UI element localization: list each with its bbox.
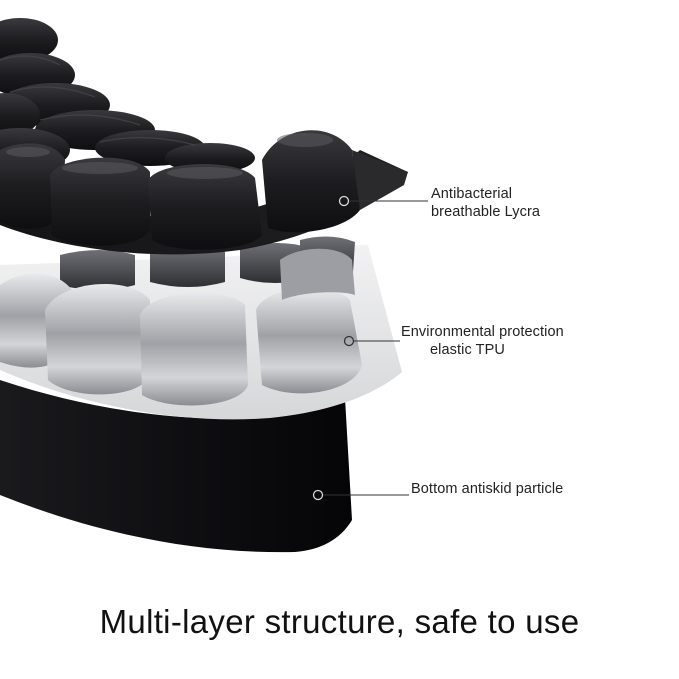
callout-tpu-label: Environmental protection elastic TPU — [401, 323, 564, 359]
callout-tpu-line1: Environmental protection — [401, 324, 564, 340]
callout-lycra-line1: Antibacterial — [431, 186, 513, 202]
bottom-antiskid-layer — [0, 380, 352, 553]
callout-antiskid-line1: Bottom antiskid particle — [411, 481, 564, 497]
callout-lycra-label: Antibacterial breathable Lycra — [431, 185, 540, 221]
callout-lycra-pointer — [338, 195, 428, 207]
callout-antiskid-pointer — [312, 489, 409, 501]
callout-tpu-pointer — [343, 335, 400, 347]
caption: Multi-layer structure, safe to use — [99, 603, 580, 640]
callout-antiskid-label: Bottom antiskid particle — [411, 480, 563, 498]
lycra-layer — [0, 18, 408, 255]
callout-lycra-line2: breathable Lycra — [431, 204, 541, 220]
tpu-layer — [0, 236, 402, 420]
callout-tpu-line2: elastic TPU — [430, 342, 505, 358]
